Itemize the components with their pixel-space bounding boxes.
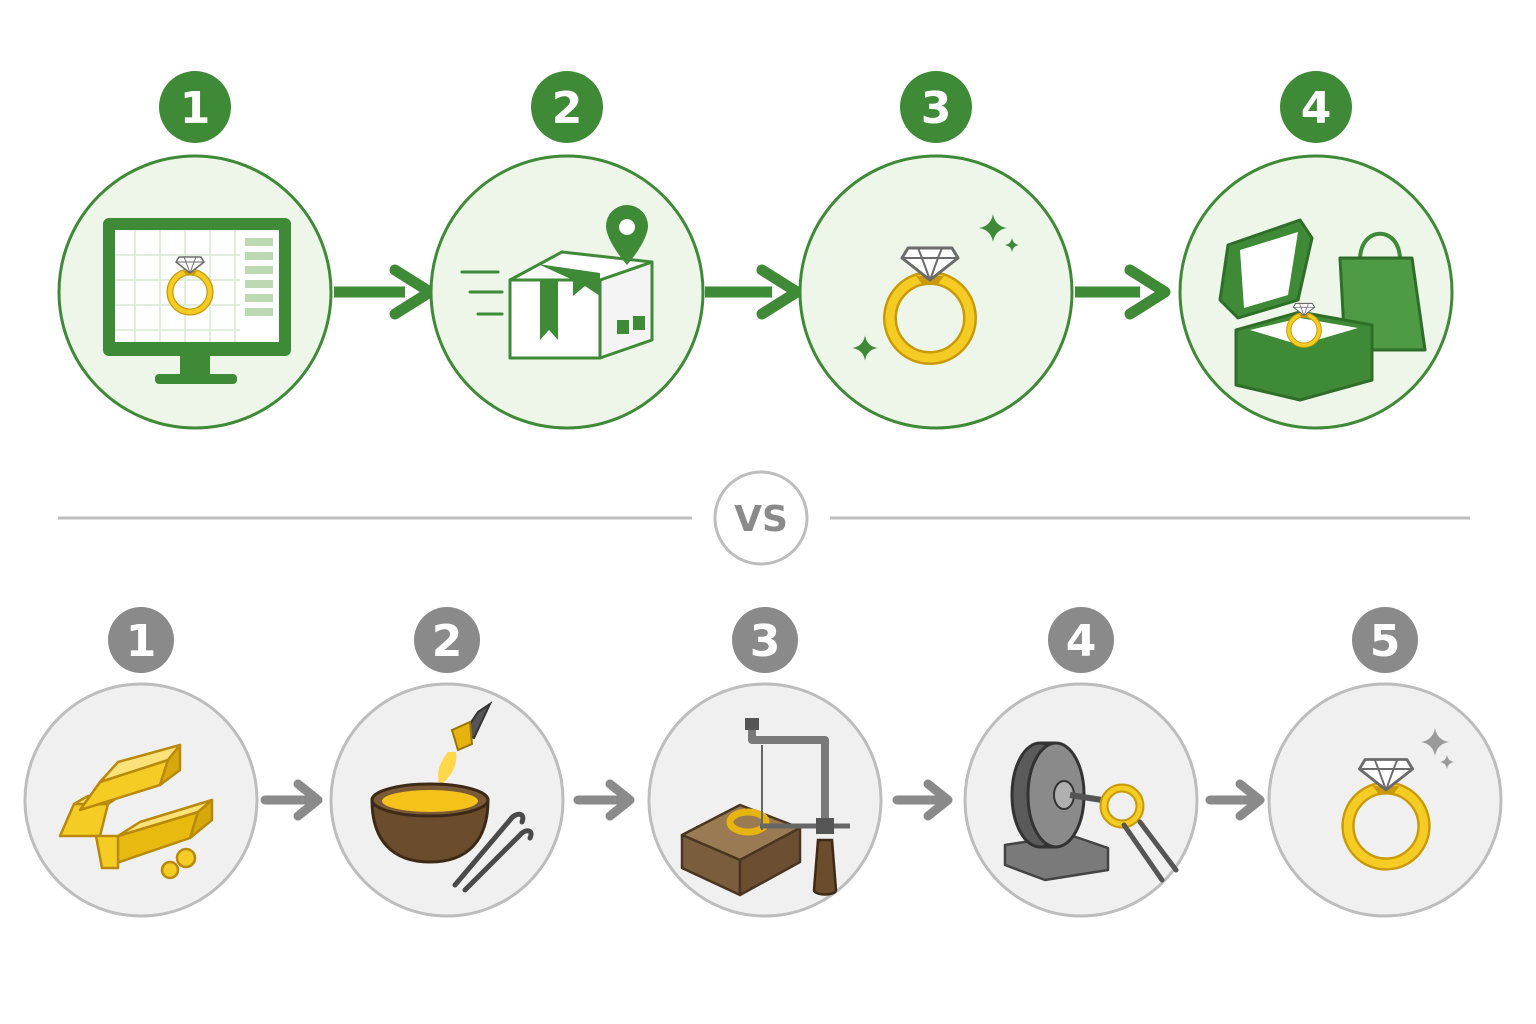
process-arrow xyxy=(260,779,323,821)
step-badge xyxy=(108,607,174,673)
jeweler-saw-icon xyxy=(680,718,850,897)
vs-label: VS xyxy=(734,499,788,540)
polishing-wheel-icon xyxy=(1003,741,1179,883)
step-badge xyxy=(414,607,480,673)
traditional-step-3: 3 xyxy=(647,607,883,918)
step-badge xyxy=(1048,607,1114,673)
process-arrow xyxy=(573,779,635,821)
traditional-step-1: 1 xyxy=(23,607,259,918)
step-number: 3 xyxy=(921,83,952,134)
vs-divider: VS xyxy=(58,470,1470,566)
step-badge xyxy=(159,71,231,143)
step-number: 3 xyxy=(750,616,781,667)
modern-step-1: 1 xyxy=(57,71,333,430)
step-badge xyxy=(732,607,798,673)
shipping-box-icon xyxy=(460,205,654,360)
step-number: 1 xyxy=(180,83,211,134)
step-badge xyxy=(1280,71,1352,143)
modern-step-3: 3 xyxy=(798,71,1074,430)
step-number: 4 xyxy=(1066,616,1097,667)
traditional-process-row: 1 2 xyxy=(23,607,1503,918)
traditional-step-4: 4 xyxy=(963,607,1199,918)
step-number: 1 xyxy=(126,616,157,667)
process-arrow xyxy=(705,264,803,320)
traditional-step-5: 5 xyxy=(1267,607,1503,918)
step-badge xyxy=(1352,607,1418,673)
modern-step-4: 4 xyxy=(1178,71,1454,430)
step-badge xyxy=(531,71,603,143)
step-badge xyxy=(900,71,972,143)
step-number: 4 xyxy=(1301,83,1332,134)
process-arrow xyxy=(892,779,953,821)
step-number: 2 xyxy=(432,616,463,667)
step-number: 5 xyxy=(1370,616,1401,667)
process-arrow xyxy=(334,264,436,320)
traditional-step-2: 2 xyxy=(329,607,565,918)
modern-step-2: 2 xyxy=(429,71,705,430)
gold-bars-icon xyxy=(58,743,214,880)
modern-process-row: 1 xyxy=(57,71,1454,430)
process-arrow xyxy=(1075,264,1171,320)
computer-design-icon xyxy=(103,218,291,384)
melting-crucible-icon xyxy=(370,701,534,893)
step-number: 2 xyxy=(552,83,583,134)
process-arrow xyxy=(1205,779,1265,821)
gift-box-bag-icon xyxy=(1218,218,1427,402)
